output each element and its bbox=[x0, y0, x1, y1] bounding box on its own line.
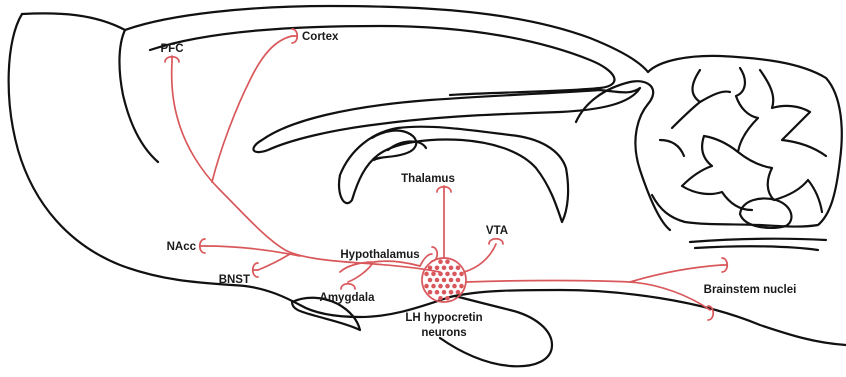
terminal-brainstem-upper bbox=[722, 258, 727, 272]
neuron-dot bbox=[424, 272, 429, 277]
label-bnst: BNST bbox=[219, 274, 250, 286]
neuron-dot bbox=[456, 278, 461, 283]
corpus-callosum bbox=[253, 88, 640, 152]
projection-bnst bbox=[258, 254, 290, 270]
neuron-dot bbox=[438, 296, 443, 301]
neuron-dot bbox=[459, 272, 464, 277]
neuron-dot bbox=[445, 296, 450, 301]
brainstem-floor-line-2 bbox=[695, 246, 818, 250]
neuron-dot bbox=[431, 284, 436, 289]
terminal-pfc bbox=[165, 56, 179, 62]
projection-trunk-anterior bbox=[172, 62, 440, 272]
projection-amygdala bbox=[348, 264, 372, 282]
projection-brainstem bbox=[466, 281, 710, 311]
neuron-dot bbox=[438, 272, 443, 277]
lh-neuron-cluster bbox=[422, 258, 466, 302]
neuron-dot bbox=[456, 266, 461, 271]
neuron-dot bbox=[452, 284, 457, 289]
projection-hypothalamus-cap bbox=[420, 254, 432, 266]
label-hypothalamus: Hypothalamus bbox=[340, 249, 419, 261]
neuron-dot bbox=[438, 259, 443, 264]
label-cortex: Cortex bbox=[302, 31, 339, 43]
brainstem-floor-line bbox=[690, 239, 826, 242]
neuron-dot bbox=[435, 278, 440, 283]
cerebellum-lower-lobe bbox=[740, 199, 791, 228]
projection-brainstem-upper bbox=[630, 265, 722, 282]
neuron-dot bbox=[442, 278, 447, 283]
projection-cortex bbox=[212, 36, 292, 182]
terminal-amygdala bbox=[341, 284, 355, 289]
terminal-cortex bbox=[292, 29, 297, 43]
neuron-dot bbox=[428, 266, 433, 271]
neuron-dot bbox=[459, 284, 464, 289]
label-nacc: NAcc bbox=[167, 241, 197, 253]
neuron-dot bbox=[424, 284, 429, 289]
neuron-dot bbox=[449, 290, 454, 295]
terminal-thalamus bbox=[437, 186, 451, 192]
neuron-dot bbox=[442, 290, 447, 295]
neuron-dot bbox=[435, 290, 440, 295]
hippocampus-fold-2 bbox=[388, 141, 426, 150]
terminal-bnst bbox=[253, 263, 258, 277]
neuron-dot bbox=[442, 266, 447, 271]
neuron-dot bbox=[449, 278, 454, 283]
white-matter-arc bbox=[150, 26, 614, 95]
label-thalamus: Thalamus bbox=[401, 173, 455, 185]
neuron-dot bbox=[445, 272, 450, 277]
label-vta: VTA bbox=[486, 225, 508, 237]
neuron-dot bbox=[428, 278, 433, 283]
neuron-dot bbox=[438, 284, 443, 289]
neuron-dot bbox=[456, 290, 461, 295]
projection-vta bbox=[464, 244, 496, 272]
label-amygdala: Amygdala bbox=[320, 292, 376, 304]
midbrain-arc bbox=[576, 81, 670, 230]
neuron-dot bbox=[435, 266, 440, 271]
label-pfc: PFC bbox=[161, 43, 184, 55]
neuron-dot bbox=[449, 266, 454, 271]
terminal-nacc bbox=[200, 239, 205, 253]
neuron-dot bbox=[452, 272, 457, 277]
neuron-dot bbox=[428, 290, 433, 295]
label-brainstem: Brainstem nuclei bbox=[704, 284, 797, 296]
neuron-dot bbox=[445, 284, 450, 289]
cerebellum-folia bbox=[660, 68, 826, 212]
neuron-dot bbox=[445, 259, 450, 264]
neuron-dot bbox=[431, 272, 436, 277]
label-lh-line1: LH hypocretin bbox=[405, 312, 482, 324]
label-lh-line2: neurons bbox=[421, 327, 466, 339]
